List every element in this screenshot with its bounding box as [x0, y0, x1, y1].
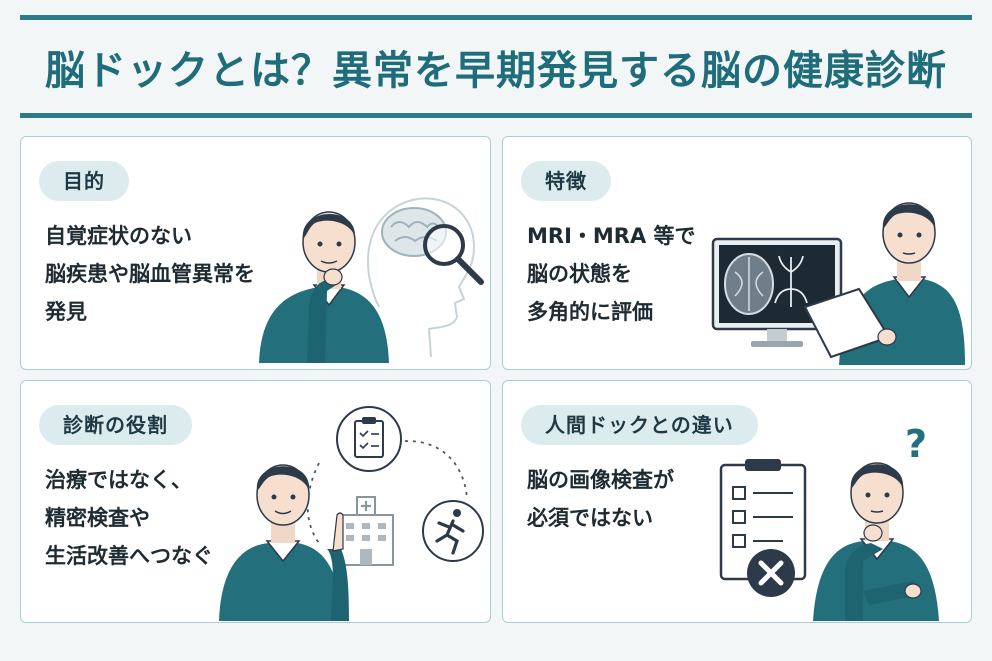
- card-difference-text: 脳の画像検査が 必須ではない: [527, 461, 674, 537]
- card-features-line: MRI・MRA 等で: [527, 224, 696, 248]
- magnifier-icon: [423, 224, 484, 285]
- doctor-scan-illustration: [711, 202, 965, 365]
- hospital-icon: [338, 496, 394, 566]
- x-mark-icon: [747, 549, 795, 597]
- card-purpose-line: 発見: [45, 300, 87, 324]
- card-purpose-line: 脳疾患や脳血管異常を: [45, 262, 255, 286]
- confused-man-checklist-illustration: ?: [719, 422, 939, 621]
- card-purpose: 目的 自覚症状のない 脳疾患や脳血管異常を 発見: [20, 136, 491, 370]
- card-difference-line: 脳の画像検査が: [527, 468, 674, 492]
- man-figure: [259, 211, 389, 363]
- card-role-line: 治療ではなく、: [45, 468, 192, 492]
- card-role-line: 精密検査や: [45, 506, 150, 530]
- card-features-line: 多角的に評価: [527, 300, 653, 324]
- checklist-board-icon: [719, 459, 807, 581]
- card-purpose-line: 自覚症状のない: [45, 224, 192, 248]
- card-features-label: 特徴: [521, 161, 611, 201]
- card-role-line: 生活改善へつなぐ: [45, 544, 213, 568]
- card-role-text: 治療ではなく、 精密検査や 生活改善へつなぐ: [45, 461, 213, 575]
- card-difference: 人間ドックとの違い 脳の画像検査が 必須ではない ?: [502, 380, 972, 623]
- card-difference-line: 必須ではない: [527, 506, 653, 530]
- card-features: 特徴 MRI・MRA 等で 脳の状態を 多角的に評価: [502, 136, 972, 370]
- card-purpose-text: 自覚症状のない 脳疾患や脳血管異常を 発見: [45, 217, 255, 331]
- running-person-icon: [422, 500, 484, 562]
- page-title: 脳ドックとは？異常を早期発見する脳の健康診断: [45, 48, 947, 94]
- card-difference-label: 人間ドックとの違い: [521, 405, 758, 445]
- head-profile-icon: [366, 197, 476, 358]
- header-rule-top: [20, 15, 972, 20]
- thinking-man-brain-illustration: [259, 197, 484, 363]
- header-rule-bottom: [20, 113, 972, 118]
- card-features-text: MRI・MRA 等で 脳の状態を 多角的に評価: [527, 217, 696, 331]
- card-role: 診断の役割 治療ではなく、 精密検査や 生活改善へつなぐ: [20, 380, 491, 623]
- svg-text:?: ?: [905, 422, 927, 466]
- document-sheet-icon: [803, 287, 897, 359]
- pointing-man-flow-illustration: [219, 406, 484, 621]
- man-figure: [219, 464, 349, 621]
- card-purpose-label: 目的: [39, 161, 129, 201]
- card-role-label: 診断の役割: [39, 405, 192, 445]
- card-features-line: 脳の状態を: [527, 262, 632, 286]
- question-mark-icon: ?: [905, 422, 927, 466]
- man-figure: [813, 462, 939, 621]
- clipboard-icon: [336, 406, 402, 472]
